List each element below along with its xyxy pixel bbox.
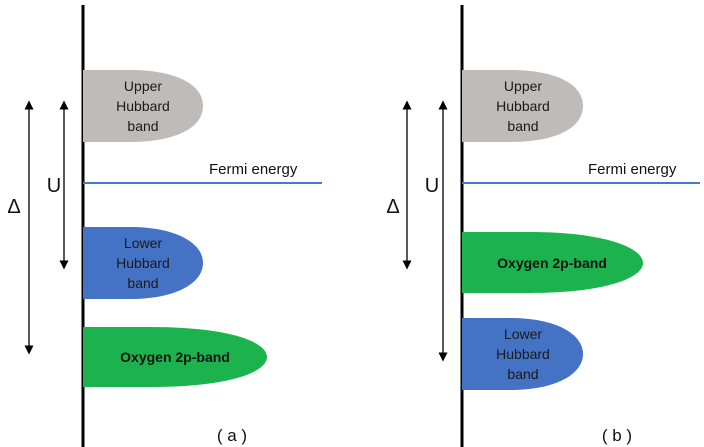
upper-hubbard-label-line1-b: Upper [504,78,542,94]
upper-hubbard-label-line3-a: band [127,118,158,134]
panel-label-a: ( a ) [217,426,247,445]
oxygen-2p-band-a [83,327,267,387]
oxygen-2p-band-b [462,232,643,293]
upper-hubbard-label-line3-b: band [507,118,538,134]
oxygen-2p-label-a: Oxygen 2p-band [120,349,230,365]
upper-hubbard-band-a [83,70,203,142]
upper-hubbard-label-line1-a: Upper [124,78,162,94]
lower-hubbard-label-line1-b: Lower [504,326,542,342]
lower-hubbard-label-line1-a: Lower [124,235,162,251]
lower-hubbard-label-line3-a: band [127,275,158,291]
lower-hubbard-label-line2-a: Hubbard [116,255,170,271]
u-symbol-b: U [425,175,439,197]
panel-a: Upper Hubbard band Fermi energy Lower Hu… [7,5,322,447]
upper-hubbard-band-b [462,70,583,142]
u-symbol-a: U [47,175,61,197]
oxygen-2p-label-b: Oxygen 2p-band [497,255,607,271]
lower-hubbard-label-line2-b: Hubbard [496,346,550,362]
upper-hubbard-label-line2-a: Hubbard [116,98,170,114]
panel-b: Upper Hubbard band Fermi energy Oxygen 2… [386,5,700,447]
fermi-energy-label-a: Fermi energy [209,161,298,178]
upper-hubbard-label-line2-b: Hubbard [496,98,550,114]
lower-hubbard-band-a [83,227,203,299]
delta-symbol-b: Δ [386,196,399,218]
delta-symbol-a: Δ [7,196,20,218]
panel-label-b: ( b ) [602,426,632,445]
lower-hubbard-band-b [462,318,583,390]
lower-hubbard-label-line3-b: band [507,366,538,382]
fermi-energy-label-b: Fermi energy [588,161,677,178]
